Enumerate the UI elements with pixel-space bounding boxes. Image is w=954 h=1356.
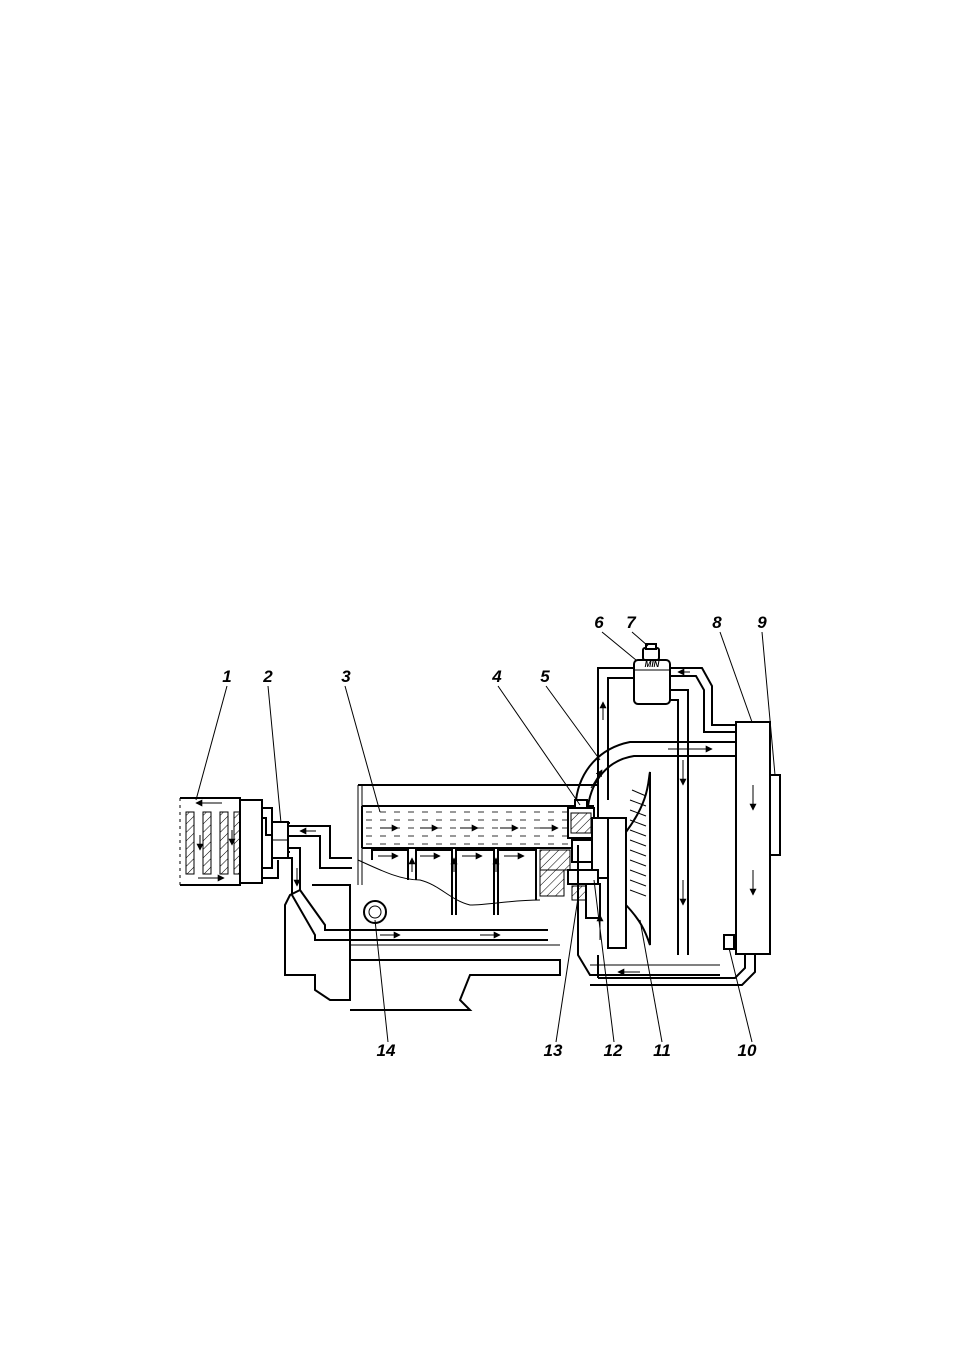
heater-core — [180, 798, 262, 885]
callout-9: 9 — [757, 613, 767, 632]
thermostat — [568, 800, 594, 862]
bypass-hose — [598, 668, 634, 800]
fan-blade-marks — [630, 790, 646, 896]
radiator-side-panel — [770, 775, 780, 855]
expansion-tank — [634, 644, 670, 704]
callout-13: 13 — [544, 1041, 563, 1060]
tank-downpipe — [670, 690, 688, 955]
callout-11: 11 — [653, 1041, 671, 1060]
callout-10: 10 — [738, 1041, 757, 1060]
callout-7: 7 — [626, 613, 637, 632]
callout-14: 14 — [377, 1041, 396, 1060]
radiator — [736, 722, 770, 954]
callout-1: 1 — [222, 667, 231, 686]
fan — [608, 772, 650, 948]
tank-min-marking: MIN — [645, 660, 660, 669]
heater-return-hose — [288, 848, 548, 940]
upper-radiator-hose — [576, 742, 735, 806]
callout-6: 6 — [594, 613, 604, 632]
callout-4: 4 — [491, 667, 502, 686]
water-jacket — [362, 806, 594, 848]
callout-5: 5 — [540, 667, 550, 686]
vent-hose — [670, 668, 736, 732]
callout-2: 2 — [262, 667, 273, 686]
heater-valve — [262, 808, 290, 878]
callout-8: 8 — [712, 613, 722, 632]
callout-3: 3 — [341, 667, 351, 686]
callout-12: 12 — [604, 1041, 623, 1060]
